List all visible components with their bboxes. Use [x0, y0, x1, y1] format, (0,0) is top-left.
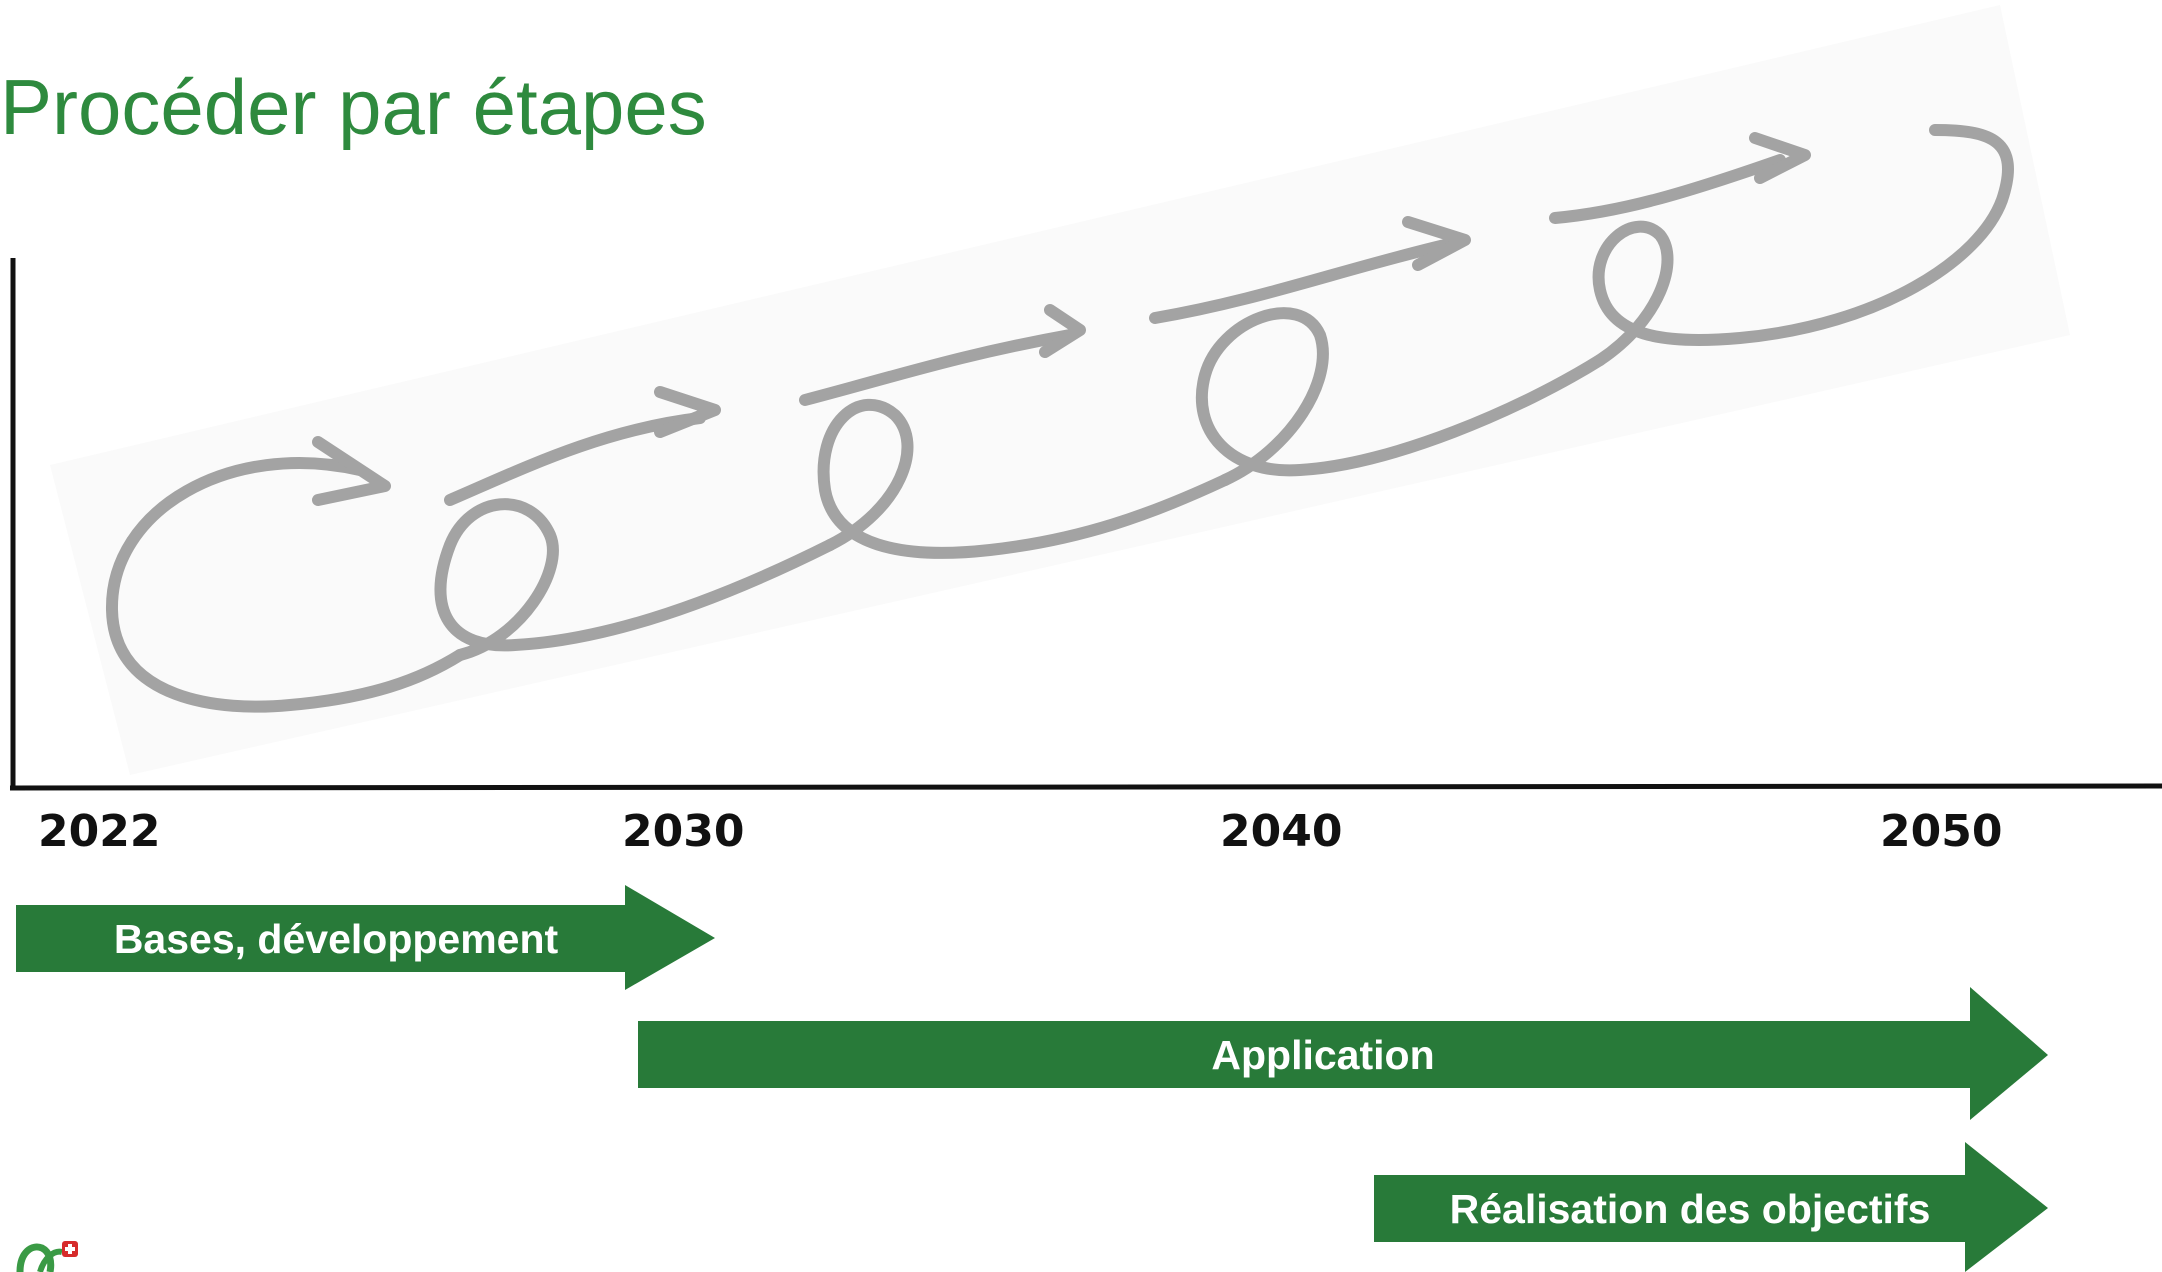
loop-4-tail — [1149, 239, 1451, 324]
loop-2-tail — [444, 412, 706, 506]
loop-4 — [1195, 307, 1606, 486]
loop-3-tail — [799, 329, 1076, 406]
loop-5-arrowhead — [1749, 132, 1811, 184]
loop-1-arrowhead — [312, 436, 391, 506]
loop-5 — [1592, 124, 2014, 366]
loop-2 — [434, 498, 836, 661]
phase-arrow-bases — [16, 885, 715, 990]
loop-4-arrowhead — [1402, 216, 1471, 271]
loop-2-arrowhead — [654, 386, 721, 438]
progress-loops-sketch — [105, 124, 2014, 713]
year-label-2022: 2022 — [38, 806, 160, 857]
loop-3 — [817, 398, 1231, 559]
logo-mark-icon — [16, 1241, 78, 1272]
phase-label-application: Application — [1211, 1032, 1434, 1078]
phase-arrow-realisation — [1374, 1142, 2048, 1272]
loops-background-panel — [50, 5, 2070, 775]
loop-5-tail — [1549, 154, 1786, 224]
phase-label-bases: Bases, développement — [114, 916, 559, 962]
year-label-2040: 2040 — [1220, 806, 1342, 857]
phase-label-realisation: Réalisation des objectifs — [1450, 1186, 1931, 1232]
page-title: Procéder par étapes — [0, 63, 707, 151]
year-label-2030: 2030 — [622, 806, 744, 857]
year-label-2050: 2050 — [1880, 806, 2002, 857]
loop-1 — [105, 457, 466, 713]
loop-3-arrowhead — [1039, 304, 1086, 358]
x-axis — [9, 783, 2162, 791]
phase-arrow-application — [638, 987, 2048, 1120]
